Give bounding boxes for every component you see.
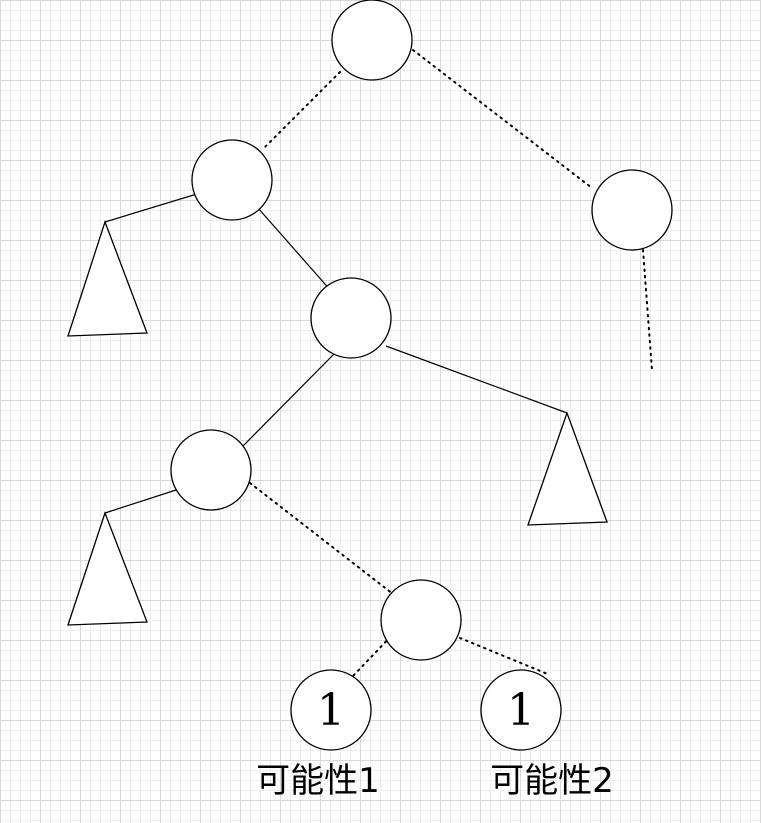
edge-bottom-node-to-leaf-2 — [459, 637, 551, 676]
leaf-node-2 — [480, 669, 562, 751]
edge-middle-node-to-right-subtree — [385, 345, 568, 414]
lower-left-node — [170, 429, 252, 511]
caption-possibility-1: 可能性1 — [256, 761, 380, 801]
caption-possibility-2: 可能性2 — [490, 761, 614, 801]
edge-left-child-to-subtree — [104, 189, 211, 223]
subtree-triangle-right — [527, 411, 608, 526]
edge-root-to-right-child — [412, 49, 593, 189]
leaf-node-2-value: 1 — [507, 685, 535, 736]
bottom-node — [380, 579, 462, 661]
root-node — [331, 0, 413, 81]
edge-lower-left-node-to-subtree — [104, 489, 177, 514]
subtree-triangle-upper-left — [67, 220, 148, 337]
middle-node — [310, 277, 392, 359]
leaf-node-1 — [290, 669, 372, 751]
subtree-triangle-lower-left — [67, 511, 148, 626]
right-child-node — [591, 169, 673, 251]
edge-right-child-down — [642, 249, 653, 371]
edge-lower-left-node-to-bottom-node — [249, 482, 394, 595]
edge-root-to-left-child — [261, 71, 341, 151]
leaf-node-1-value: 1 — [317, 685, 345, 736]
edge-left-child-to-middle-node — [257, 207, 333, 293]
left-child-node — [191, 139, 273, 221]
edge-middle-node-to-lower-left-node — [242, 351, 337, 447]
